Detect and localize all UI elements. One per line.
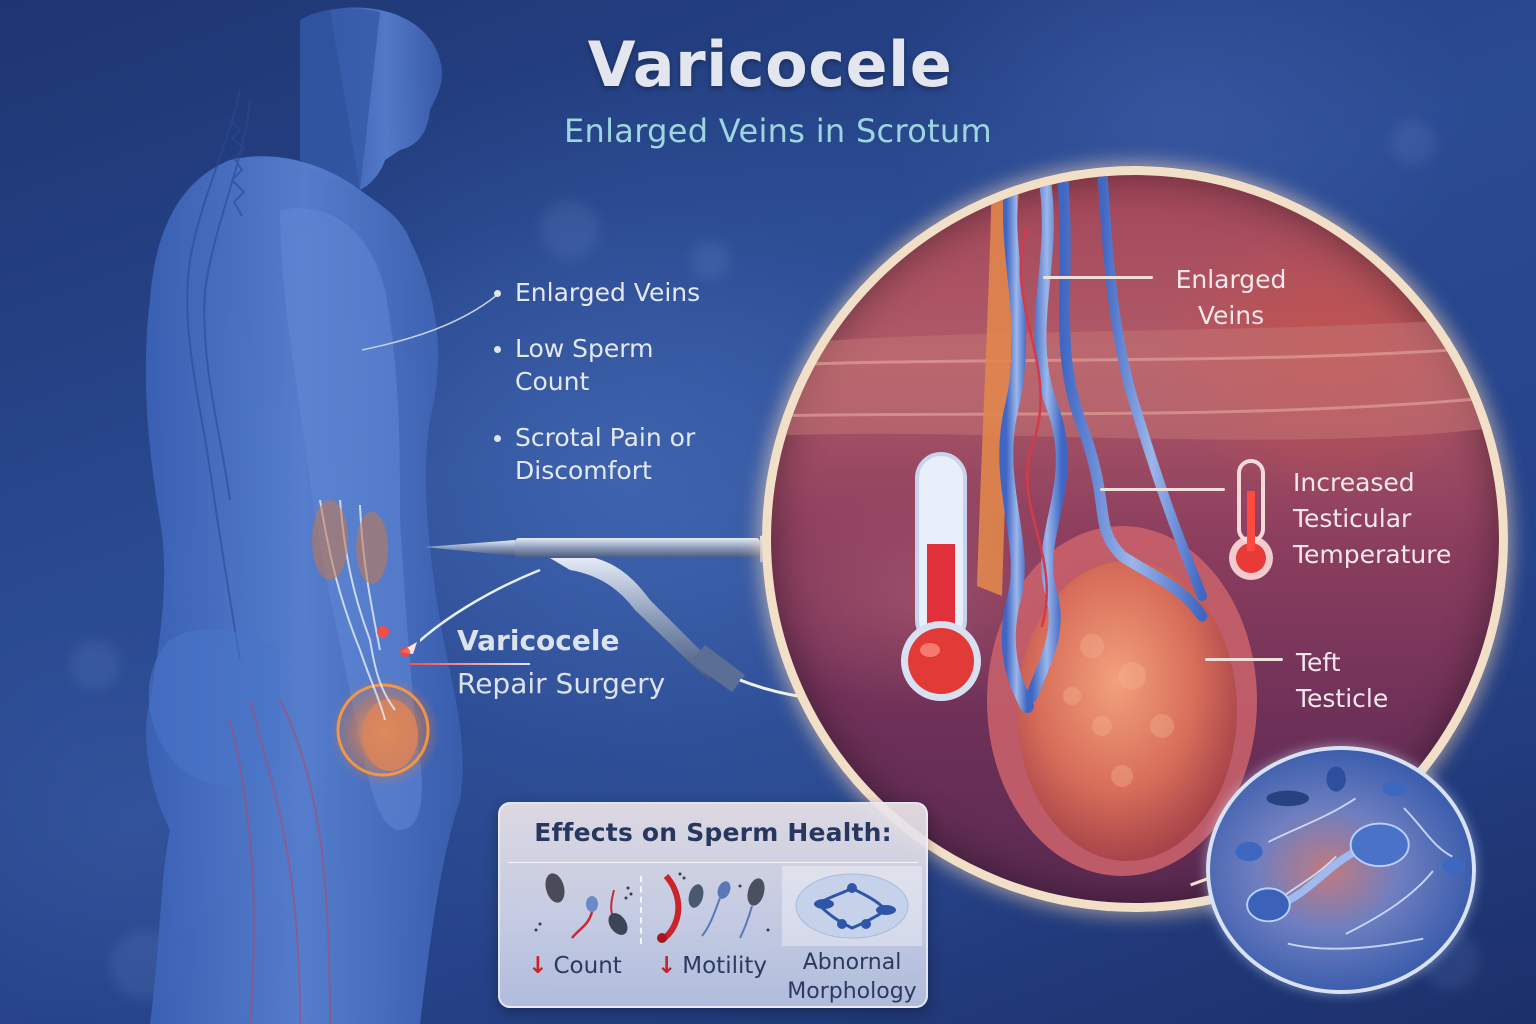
symptom-text: Scrotal Pain or — [515, 423, 696, 452]
bokeh — [690, 240, 730, 280]
abnormal-sperm-icon — [782, 866, 922, 946]
effect-item-motility: ↓Motility — [644, 866, 780, 1006]
symptom-list: Enlarged Veins Low Sperm Count Scrotal P… — [494, 276, 754, 510]
effects-panel: Effects on Sperm Health: ↓Count — [498, 802, 928, 1008]
symptom-item: Low Sperm Count — [494, 332, 754, 398]
surgery-leader-line — [410, 663, 530, 665]
label-testicle: Teft Testicle — [1296, 648, 1389, 713]
page-title: Varicocele — [587, 28, 953, 101]
sperm-motility-icon — [657, 872, 770, 943]
down-arrow-icon: ↓ — [528, 953, 548, 979]
anatomy-inset-circle — [762, 166, 1508, 912]
effect-label-morphology: Abnornal Morphology — [787, 950, 917, 1004]
scrotum-anatomy-illustration — [771, 175, 1499, 876]
thermometer-large-icon — [901, 452, 981, 701]
effect-item-count: ↓Count — [510, 866, 640, 1006]
surgery-label-line1: Varicocele — [457, 624, 620, 657]
surgery-label-line2: Repair Surgery — [457, 667, 666, 700]
highlight-ring — [336, 683, 430, 777]
down-arrow-icon: ↓ — [656, 953, 677, 979]
symptom-text: Count — [515, 367, 590, 396]
leader-line-testicle — [1205, 658, 1283, 661]
symptom-item: Scrotal Pain or Discomfort — [494, 421, 754, 487]
sperm-microscope-inset — [1206, 746, 1476, 994]
sperm-count-icon — [534, 873, 633, 939]
effect-label-motility: ↓Motility — [656, 953, 767, 979]
leader-line-veins — [1043, 276, 1153, 279]
effect-item-morphology: Abnornal Morphology — [782, 866, 922, 1006]
symptom-text: Enlarged Veins — [515, 278, 701, 307]
thermometer-small-icon — [1229, 459, 1273, 580]
bokeh — [1390, 120, 1435, 165]
sperm-cells-illustration — [1235, 766, 1466, 950]
page-subtitle: Enlarged Veins in Scrotum — [564, 112, 992, 150]
symptom-text: Discomfort — [515, 456, 652, 485]
symptom-item: Enlarged Veins — [494, 276, 754, 309]
human-body-illustration — [145, 7, 463, 1024]
surgical-arrow-tip — [400, 642, 417, 657]
effect-label-count: ↓Count — [528, 953, 622, 979]
effects-title: Effects on Sperm Health: — [534, 818, 892, 847]
symptom-leader-line — [361, 294, 498, 351]
effects-column-divider — [640, 876, 642, 944]
label-enlarged-veins: Enlarged Veins — [1175, 265, 1287, 330]
surgery-label: Varicocele Repair Surgery — [457, 624, 665, 704]
leader-line-temperature — [1100, 488, 1225, 491]
symptom-text: Low Sperm — [515, 334, 654, 363]
bokeh — [70, 640, 120, 690]
label-temperature: Increased Testicular Temperature — [1293, 468, 1452, 569]
effects-divider — [508, 862, 918, 863]
bokeh — [540, 200, 600, 260]
